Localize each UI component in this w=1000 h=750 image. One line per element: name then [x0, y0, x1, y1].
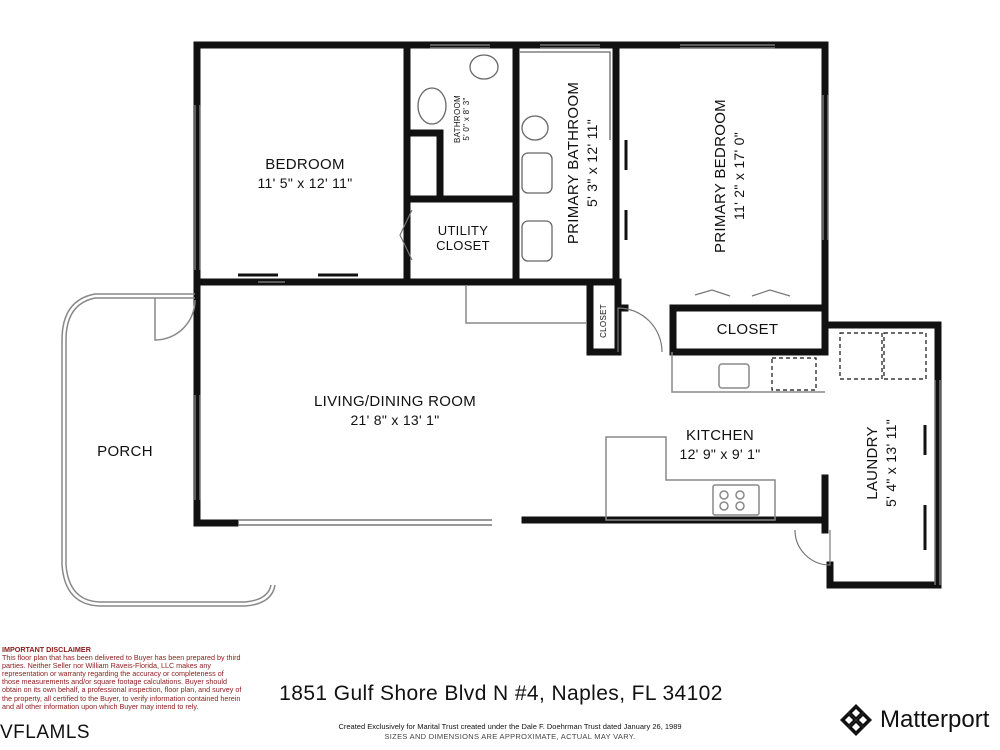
small-closet-label: CLOSET — [595, 301, 613, 341]
living-dining-label: LIVING/DINING ROOM 21' 8" x 13' 1" — [290, 393, 500, 429]
disclaimer-title: IMPORTANT DISCLAIMER — [2, 645, 91, 654]
bedroom-dims: 11' 5" x 12' 11" — [257, 175, 353, 191]
closet-label: CLOSET — [700, 321, 795, 339]
bathroom-label: BATHROOM 5' 0" x 8' 3" — [453, 89, 471, 149]
primary-bedroom-dims: 11' 2" x 17' 0" — [731, 131, 747, 221]
small-closet-name: CLOSET — [599, 304, 608, 338]
primary-bathroom-label: PRIMARY BATHROOM 5' 3" x 12' 11" — [565, 78, 601, 248]
wall-closet-box — [669, 304, 829, 356]
porch-name: PORCH — [97, 443, 153, 460]
primary-bathroom-dims: 5' 3" x 12' 11" — [584, 118, 600, 208]
porch-label: PORCH — [90, 443, 160, 461]
bathroom-name: BATHROOM — [453, 94, 462, 144]
living-dining-name: LIVING/DINING ROOM — [313, 393, 477, 410]
utility-line1: UTILITY — [437, 223, 489, 238]
mls-watermark: VFLAMLS — [0, 722, 91, 743]
bathroom-dims: 5' 0" x 8' 3" — [462, 97, 471, 141]
sizes-note: SIZES AND DIMENSIONS ARE APPROXIMATE, AC… — [384, 732, 636, 741]
laundry-name: LAUNDRY — [864, 426, 881, 500]
laundry-dims: 5' 4" x 13' 11" — [883, 418, 899, 508]
wall-bath-small — [406, 129, 444, 203]
disclaimer: IMPORTANT DISCLAIMER This floor plan tha… — [2, 645, 242, 711]
disclaimer-body: This floor plan that has been delivered … — [2, 653, 242, 711]
primary-bedroom-name: PRIMARY BEDROOM — [712, 99, 729, 253]
wall-laundry-top — [821, 321, 942, 589]
closet-name: CLOSET — [716, 321, 779, 338]
kitchen-dims: 12' 9" x 9' 1" — [679, 446, 761, 462]
property-address: 1851 Gulf Shore Blvd N #4, Naples, FL 34… — [279, 682, 723, 705]
living-dining-dims: 21' 8" x 13' 1" — [350, 412, 440, 428]
porch-outline — [61, 293, 276, 607]
laundry-label: LAUNDRY 5' 4" x 13' 11" — [864, 403, 900, 523]
kitchen-counter — [671, 352, 825, 393]
primary-bedroom-label: PRIMARY BEDROOM 11' 2" x 17' 0" — [712, 81, 748, 271]
bedroom-label: BEDROOM 11' 5" x 12' 11" — [235, 156, 375, 192]
kitchen-name: KITCHEN — [686, 427, 754, 444]
utility-line2: CLOSET — [436, 238, 490, 253]
primary-bathroom-name: PRIMARY BATHROOM — [565, 81, 582, 245]
credit-line: Created Exclusively for Marital Trust cr… — [338, 722, 682, 731]
bedroom-name: BEDROOM — [265, 156, 345, 173]
brand-logo: Matterport — [838, 700, 1000, 742]
kitchen-label: KITCHEN 12' 9" x 9' 1" — [660, 427, 780, 463]
utility-closet-label: UTILITY CLOSET — [420, 223, 506, 253]
brand-name: Matterport — [880, 706, 990, 733]
matterport-logo-icon — [840, 704, 872, 736]
floor-plan — [61, 41, 942, 607]
kitchen-island — [605, 436, 776, 521]
